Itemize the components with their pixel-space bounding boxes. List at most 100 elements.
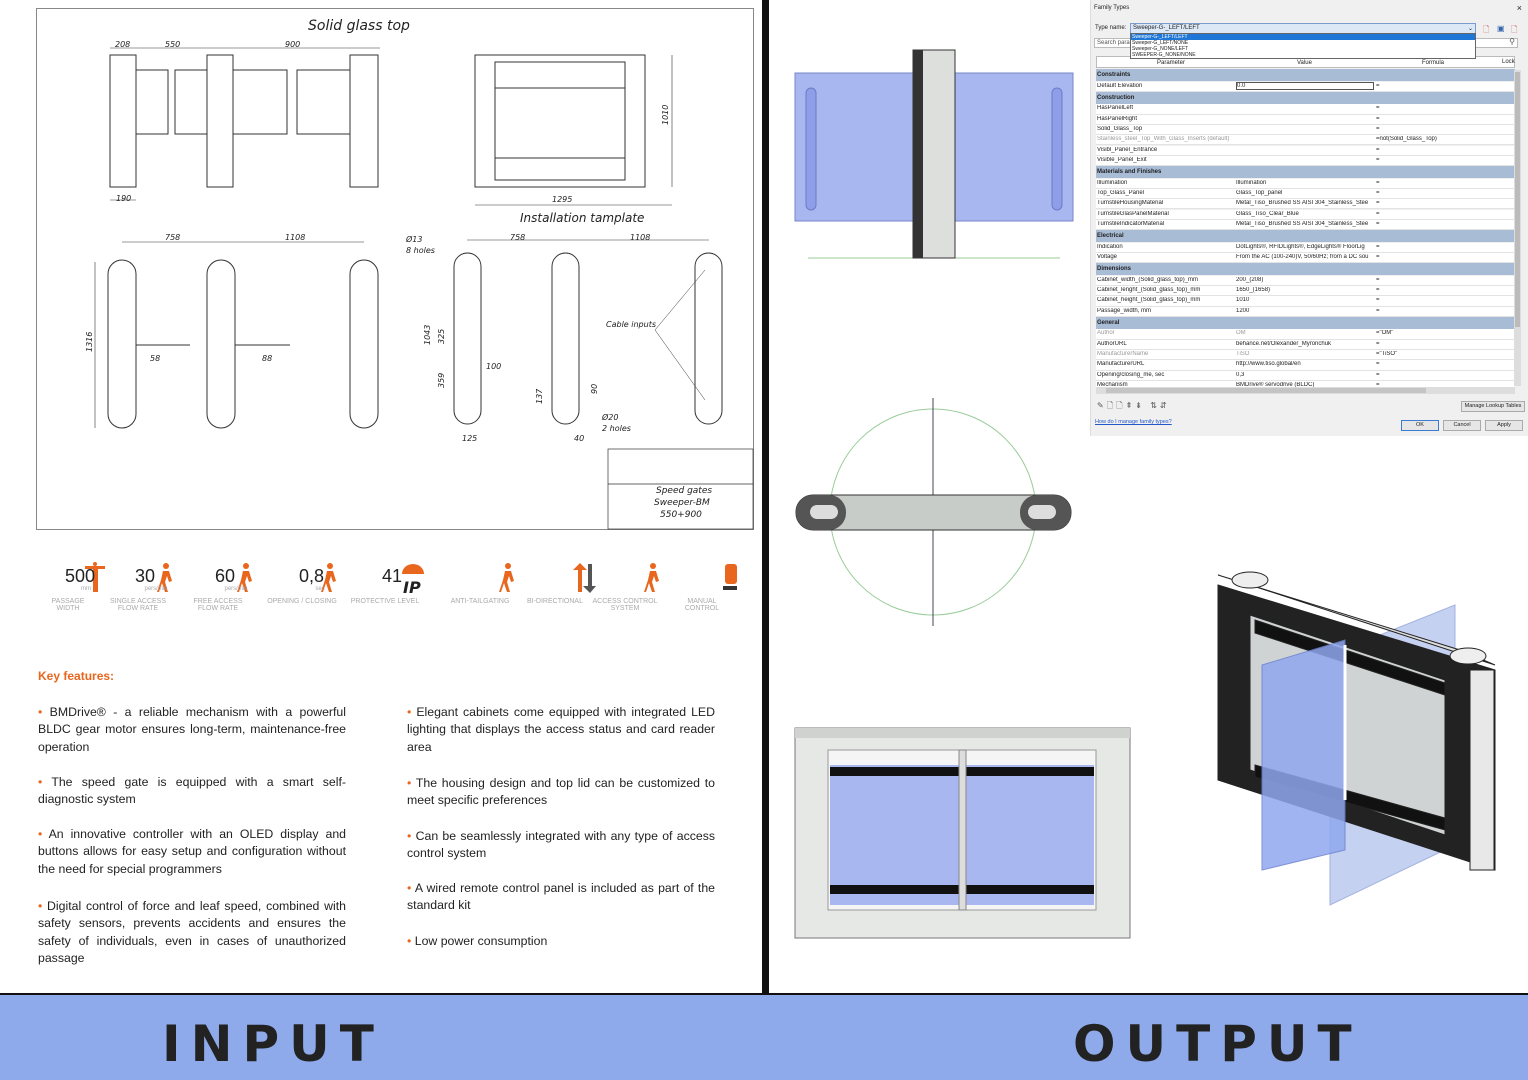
dim-1108: 1108 (285, 233, 305, 242)
group-header[interactable]: Materials and Finishes (1096, 166, 1515, 179)
vertical-scrollbar[interactable] (1514, 70, 1521, 386)
parameter-row[interactable]: Solid_Glass_Top= (1096, 124, 1515, 136)
type-option[interactable]: Sweeper-G-_LEFT/LEFT (1131, 34, 1475, 40)
col-lock[interactable]: Lock (1502, 59, 1515, 65)
group-header[interactable]: Construction (1096, 91, 1515, 104)
parameter-row[interactable]: Mechanism BMDrive® servodrive (BLDC) = (1096, 380, 1515, 387)
close-icon[interactable]: × (1516, 3, 1522, 13)
toolbar-icons[interactable]: ✎🗋🗋⇞⇟ ⇅⇵ (1097, 401, 1170, 410)
type-option[interactable]: Sweeper-G_NONE/LEFT (1132, 46, 1189, 52)
title-solid-glass-top: Solid glass top (308, 18, 410, 34)
param-value[interactable]: TiSO (1236, 351, 1250, 357)
param-value[interactable]: Metal_Tiso_Brushed SS AISI 304_Stainless… (1236, 220, 1369, 227)
param-formula[interactable]: = (1376, 210, 1380, 217)
param-formula[interactable]: = (1376, 125, 1380, 132)
param-formula[interactable]: ="TiSO" (1376, 351, 1398, 357)
param-value[interactable]: From the AC (100-240)V, 50/60Hz; from a … (1236, 253, 1369, 260)
param-formula[interactable]: = (1376, 371, 1380, 378)
param-formula[interactable]: = (1376, 340, 1380, 347)
param-formula[interactable]: = (1376, 82, 1380, 89)
group-header[interactable]: Electrical (1096, 230, 1515, 243)
param-value[interactable]: Illumination (1236, 179, 1267, 186)
param-formula[interactable]: = (1376, 253, 1380, 260)
parameter-row[interactable]: Stainless_steel_Top_With_Glass_Inserts (… (1096, 135, 1515, 146)
group-header[interactable]: Dimensions (1096, 263, 1515, 276)
param-formula[interactable]: = (1376, 200, 1380, 207)
param-value[interactable]: Metal_Tiso_Brushed SS AISI 304_Stainless… (1236, 200, 1369, 207)
delete-type-icon[interactable]: 🗋 (1511, 25, 1518, 34)
new-type-icon[interactable]: 🗋 (1483, 25, 1490, 34)
param-formula[interactable]: =not(Solid_Glass_Top) (1376, 136, 1437, 143)
group-header[interactable]: General (1096, 316, 1515, 329)
param-name: Visibl_Panel_Entrance (1097, 146, 1158, 153)
param-formula[interactable]: = (1376, 220, 1380, 227)
param-formula[interactable]: = (1376, 179, 1380, 186)
param-value[interactable]: OM (1236, 330, 1246, 337)
param-formula[interactable]: = (1376, 156, 1380, 163)
horizontal-scrollbar[interactable] (1096, 387, 1515, 394)
group-header[interactable]: Constraints (1096, 69, 1515, 81)
param-value[interactable]: 0,3 (1236, 371, 1245, 378)
rename-type-icon[interactable]: ▣ (1497, 24, 1505, 33)
ok-button[interactable]: OK (1401, 420, 1439, 431)
param-value[interactable]: http://www.tiso.global/en (1236, 361, 1301, 368)
type-option[interactable]: Sweeper-G_LEFT/NONE (1132, 40, 1189, 46)
param-formula[interactable]: = (1376, 105, 1380, 112)
param-value[interactable]: 1650_(1658) (1236, 287, 1271, 293)
param-value[interactable]: 0.0 (1236, 81, 1374, 90)
cancel-button[interactable]: Cancel (1443, 420, 1481, 431)
param-formula[interactable]: = (1376, 146, 1380, 153)
param-value[interactable]: Glass_Top_panel (1236, 189, 1283, 196)
parameter-row[interactable]: Visible_Panel_Exit✓= (1096, 155, 1515, 167)
help-link[interactable]: How do I manage family types? (1095, 419, 1172, 425)
param-value[interactable]: Glass_Tiso_Clear_Blue (1236, 210, 1299, 217)
dim-100: 100 (486, 362, 501, 371)
param-formula[interactable]: = (1376, 307, 1380, 314)
running-person-icon (237, 563, 252, 592)
param-value[interactable]: 1010 (1236, 297, 1250, 304)
type-option[interactable]: SWEEPER-G_NONE/NONE (1132, 52, 1196, 58)
param-value[interactable]: DotLights®, RFIDLights®, EdgeLights® Flo… (1236, 243, 1365, 250)
cable-inputs-label: Cable inputs (606, 320, 656, 329)
param-value[interactable]: 200_(208) (1236, 276, 1264, 283)
col-parameter[interactable]: Parameter (1157, 60, 1186, 66)
param-formula[interactable]: = (1376, 297, 1380, 304)
manage-lookup-tables-button[interactable]: Manage Lookup Tables (1461, 401, 1525, 412)
param-formula[interactable]: = (1376, 381, 1380, 387)
parameter-row[interactable]: Visibl_Panel_Entrance✓= (1096, 145, 1515, 156)
param-formula[interactable]: ="OM" (1376, 330, 1394, 337)
param-value[interactable]: BMDrive® servodrive (BLDC) (1236, 381, 1315, 387)
param-value[interactable]: 1200 (1236, 307, 1250, 314)
apply-button[interactable]: Apply (1485, 420, 1523, 431)
spec-label: FREE ACCESS FLOW RATE (193, 598, 243, 612)
col-value[interactable]: Value (1297, 60, 1312, 66)
param-formula[interactable]: = (1376, 243, 1380, 250)
param-formula[interactable]: = (1376, 287, 1380, 293)
param-formula[interactable]: = (1376, 361, 1380, 368)
param-value[interactable]: behance.net/Olexander_Myronchuk (1236, 340, 1332, 347)
param-formula[interactable]: = (1376, 189, 1380, 196)
parameter-row[interactable]: HasPanelLeft✓= (1096, 104, 1515, 115)
col-formula[interactable]: Formula (1422, 60, 1445, 66)
param-name: Mechanism (1097, 381, 1128, 387)
param-formula[interactable]: = (1376, 115, 1380, 122)
param-formula[interactable]: = (1376, 276, 1380, 283)
parameter-row[interactable]: HasPanelRight✓= (1096, 114, 1515, 125)
